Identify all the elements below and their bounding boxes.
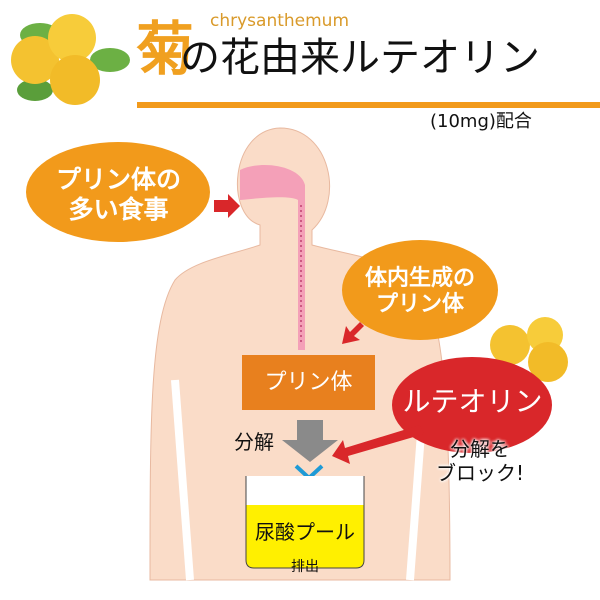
internal-bubble-text: 体内生成の プリン体 [350,266,490,319]
bubble-line: 多い食事 [68,195,169,224]
arrow-icon [342,322,364,344]
title-underline [137,102,600,108]
bubble-line: 体内生成の [364,266,475,291]
block-arrow-icon [332,425,424,464]
internal-bubble [342,240,498,340]
decompose-label: 分解 [234,430,274,454]
throat-icon [240,165,305,350]
purine-box [242,355,375,410]
bubble-line: プリン体の [55,165,181,194]
diet-bubble-text: プリン体の 多い食事 [36,165,201,225]
chrysanthemum-icon [11,14,130,105]
luteolin-bubble [392,357,552,453]
subtitle-english: chrysanthemum [210,11,350,31]
dosage-label: (10mg)配合 [430,111,532,132]
down-arrow-icon [282,420,338,462]
purine-box-label: プリン体 [264,370,353,395]
block-line: ブロック! [435,461,525,485]
title-kanji: 菊 [136,15,195,83]
uric-pool-label: 尿酸プール [255,520,355,544]
chrysanthemum-icon [490,317,568,384]
excretion-label: 排出 [291,559,319,575]
arrow-icon [214,194,240,218]
diet-bubble [26,142,210,242]
uric-acid-pool [245,476,365,569]
block-text: 分解を ブロック! [425,437,535,485]
block-line: 分解を [450,437,510,461]
bubble-line: プリン体 [375,292,464,318]
luteolin-label: ルテオリン [402,385,543,418]
page-title: の花由来ルテオリン [180,35,540,81]
